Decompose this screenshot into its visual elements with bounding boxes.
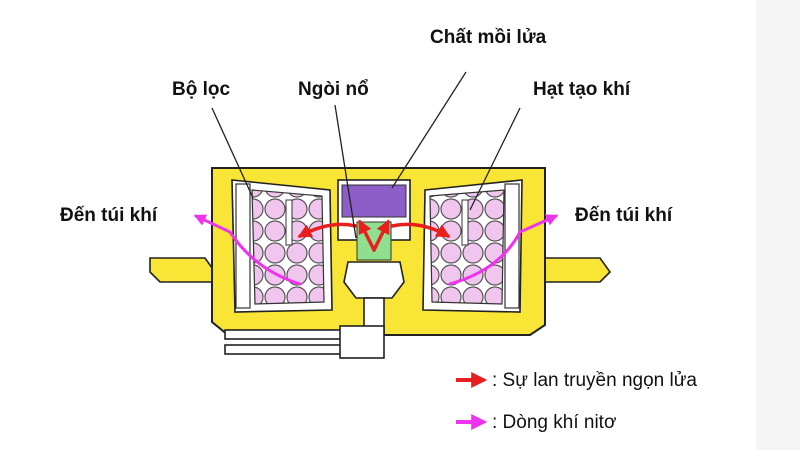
flame-arrows <box>297 219 451 252</box>
background-strip <box>756 0 800 450</box>
legend-nitrogen-text: : Dòng khí nitơ <box>492 412 617 433</box>
igniter-charge <box>341 184 407 218</box>
label-filter: Bộ lọc <box>172 79 231 100</box>
left-inner-rod <box>285 199 293 246</box>
label-to-airbag-right: Đến túi khí <box>575 205 673 226</box>
label-gas-generant: Hạt tạo khí <box>533 79 631 100</box>
leader-lines <box>211 71 521 239</box>
left-gas-generant <box>251 189 325 305</box>
left-flange <box>149 257 216 283</box>
right-flange <box>539 257 612 283</box>
label-igniter-charge: Chất mồi lửa <box>430 27 547 48</box>
gas-arrows <box>193 214 559 286</box>
squib-body <box>343 261 405 299</box>
right-inner-rod <box>461 199 469 246</box>
label-to-airbag-left: Đến túi khí <box>60 205 158 226</box>
left-filter <box>235 183 251 309</box>
connector-pins <box>224 325 385 359</box>
legend-flame-text: : Sự lan truyền ngọn lửa <box>492 370 698 391</box>
label-squib: Ngòi nổ <box>298 79 369 100</box>
